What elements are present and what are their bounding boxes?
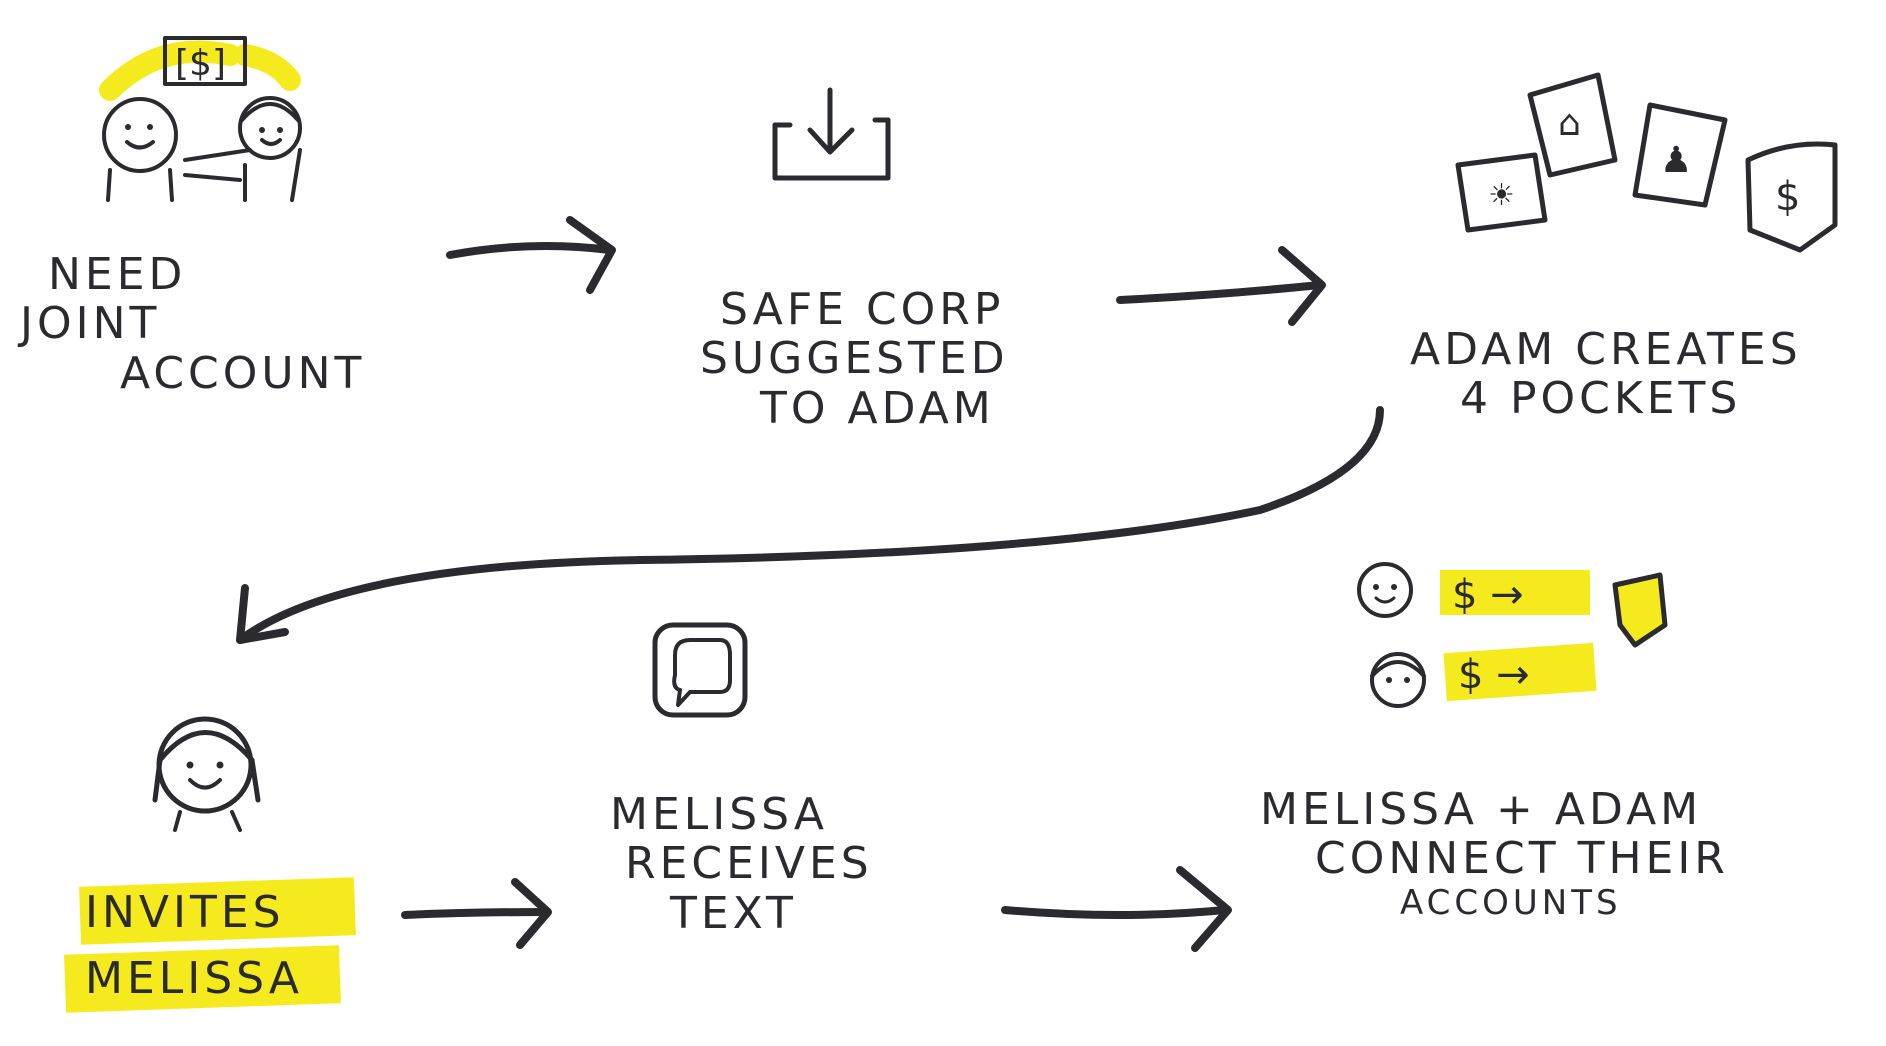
label-line: NEED	[48, 249, 187, 300]
transfer-text-2: $ →	[1458, 652, 1530, 698]
pocket-symbol-4: $	[1775, 174, 1800, 220]
label-line: MELISSA + ADAM	[1260, 784, 1703, 835]
pocket-card-2: ⌂	[1527, 72, 1618, 178]
label-line: TEXT	[670, 887, 797, 939]
label-line: CONNECT THEIR	[1315, 833, 1729, 885]
transfer-highlight-2	[1443, 642, 1597, 702]
pocket-card-1: ☀	[1455, 152, 1548, 233]
pocket-symbol-1: ☀	[1488, 178, 1515, 213]
pocket-card-3: ♟	[1632, 102, 1728, 208]
step-need-joint-account: NEED JOINT ACCOUNT	[20, 250, 365, 398]
label-line: RECEIVES	[625, 838, 873, 890]
money-bill-shape	[163, 36, 247, 86]
label-line: ACCOUNT	[120, 347, 366, 399]
transfer-text-1: $ →	[1452, 572, 1524, 618]
label-line: JOINT	[20, 298, 161, 350]
label-line: ACCOUNTS	[1400, 882, 1622, 923]
label-line: INVITES	[85, 887, 285, 938]
step-label: MELISSA + ADAM CONNECT THEIR ACCOUNTS	[1260, 785, 1729, 922]
step-label: ADAM CREATES 4 POCKETS	[1410, 325, 1802, 424]
woman-head	[238, 96, 302, 160]
pocket-symbol-2: ⌂	[1558, 103, 1581, 144]
download-tray-icon	[772, 87, 891, 181]
step-label: NEED JOINT ACCOUNT	[20, 250, 365, 398]
transfer-highlight-1	[1440, 570, 1590, 615]
woman-face-icon	[152, 716, 261, 832]
step-safe-corp-suggested: SAFE CORP SUGGESTED TO ADAM	[700, 285, 1009, 433]
couple-with-money-icon: [$]	[99, 36, 302, 202]
arrow-step1-to-step2	[446, 216, 616, 294]
step-label: MELISSA RECEIVES TEXT	[610, 790, 873, 938]
joint-pocket-shape	[1612, 572, 1668, 648]
step-invites-melissa: INVITES MELISSA	[85, 880, 303, 1012]
pocket-cards-icon: ☀ ⌂ ♟ $	[1455, 72, 1838, 253]
label-line: TO ADAM	[760, 382, 995, 434]
man-head	[102, 97, 178, 173]
pocket-card-4: $	[1745, 141, 1838, 253]
money-transfer-icon: $ → $ →	[1357, 562, 1668, 708]
melissa-face	[1370, 652, 1426, 708]
pocket-symbol-3: ♟	[1660, 140, 1692, 181]
step-label: SAFE CORP SUGGESTED TO ADAM	[700, 285, 1009, 433]
label-line: ADAM CREATES	[1410, 324, 1802, 375]
arrow-step5-to-step6	[1001, 866, 1232, 952]
label-line: MELISSA	[610, 789, 829, 840]
arrow-step2-to-step3	[1116, 246, 1326, 326]
label-line: SUGGESTED	[700, 333, 1009, 385]
step-melissa-receives-text: MELISSA RECEIVES TEXT	[610, 790, 873, 938]
money-bill-text: [$]	[175, 43, 226, 84]
arrow-step4-to-step5	[401, 878, 552, 949]
step-label: INVITES MELISSA	[85, 880, 303, 1012]
highlight-arc-right	[234, 44, 301, 91]
message-phone-icon	[652, 622, 748, 718]
adam-face	[1357, 562, 1413, 618]
label-line: SAFE CORP	[720, 284, 1005, 335]
step-connect-accounts: MELISSA + ADAM CONNECT THEIR ACCOUNTS	[1260, 785, 1729, 922]
step-adam-creates-pockets: ADAM CREATES 4 POCKETS	[1410, 325, 1802, 424]
arrow-step3-to-step4	[236, 406, 1384, 644]
label-line: 4 POCKETS	[1460, 373, 1742, 425]
label-line: MELISSA	[85, 953, 304, 1004]
invites-melissa-highlight	[64, 877, 356, 1013]
